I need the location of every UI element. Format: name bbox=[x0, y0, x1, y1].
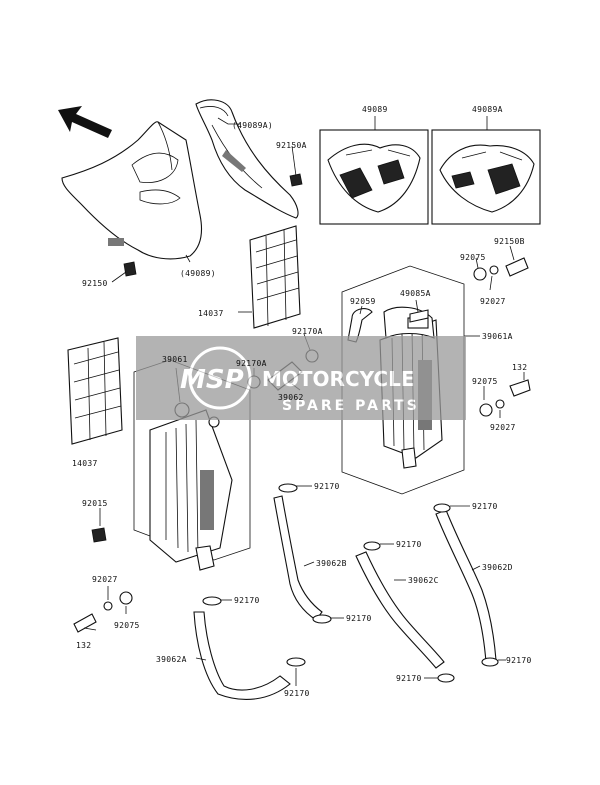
label-92075-c: 92075 bbox=[114, 621, 140, 630]
decal-box-left bbox=[319, 129, 429, 225]
label-92170-3: 92170 bbox=[396, 540, 422, 549]
label-14037-b: 14037 bbox=[72, 459, 98, 468]
fasteners bbox=[73, 173, 531, 633]
hose-39062c bbox=[355, 551, 445, 669]
label-49089-top: 49089 bbox=[362, 105, 388, 114]
label-132-a: 132 bbox=[512, 363, 527, 372]
label-39062: 39062 bbox=[278, 393, 304, 402]
label-92059: 92059 bbox=[350, 297, 376, 306]
hose-39062a bbox=[193, 611, 291, 700]
label-92150a: 92150A bbox=[276, 141, 307, 150]
radiator-grille-small bbox=[249, 225, 301, 329]
label-92170a-b: 92170A bbox=[236, 359, 267, 368]
label-39061a: 39061A bbox=[482, 332, 513, 341]
part-labels: 49089 49089A (49089A) 92150A (49089) 921… bbox=[72, 105, 532, 698]
watermark-globe-icon bbox=[188, 346, 252, 410]
watermark-sub: SPARE PARTS bbox=[282, 398, 420, 414]
hose-39062d bbox=[435, 509, 497, 663]
left-radiator-assembly bbox=[133, 359, 251, 571]
label-92075-b: 92075 bbox=[472, 377, 498, 386]
label-92170-6: 92170 bbox=[506, 656, 532, 665]
label-92027-c: 92027 bbox=[92, 575, 118, 584]
label-92170-4: 92170 bbox=[234, 596, 260, 605]
label-92075-a: 92075 bbox=[460, 253, 486, 262]
label-92170-8: 92170 bbox=[284, 689, 310, 698]
front-direction-arrow-icon bbox=[58, 106, 112, 138]
label-92170-7: 92170 bbox=[396, 674, 422, 683]
label-49089-paren: (49089) bbox=[180, 269, 216, 278]
label-49089a-paren: (49089A) bbox=[232, 121, 273, 130]
decal-box-right bbox=[431, 129, 541, 225]
label-132-b: 132 bbox=[76, 641, 91, 650]
left-radiator-shroud bbox=[61, 121, 203, 260]
hose-39062b bbox=[273, 495, 323, 621]
clamps-92170 bbox=[202, 483, 499, 683]
label-49085a: 49085A bbox=[400, 289, 431, 298]
watermark-logo: MSP bbox=[180, 365, 244, 395]
right-radiator-shroud bbox=[195, 99, 299, 219]
watermark: MSP MOTORCYCLE SPARE PARTS bbox=[136, 336, 466, 420]
label-14037-a: 14037 bbox=[198, 309, 224, 318]
label-39062c: 39062C bbox=[408, 576, 439, 585]
label-92170-1: 92170 bbox=[314, 482, 340, 491]
label-92170-5: 92170 bbox=[346, 614, 372, 623]
label-92150b: 92150B bbox=[494, 237, 525, 246]
label-92015: 92015 bbox=[82, 499, 108, 508]
watermark-brand: MOTORCYCLE bbox=[262, 367, 414, 391]
label-39061: 39061 bbox=[162, 355, 188, 364]
label-92170a-a: 92170A bbox=[292, 327, 323, 336]
label-39062a: 39062A bbox=[156, 655, 187, 664]
label-92170-2: 92170 bbox=[472, 502, 498, 511]
label-92027-b: 92027 bbox=[490, 423, 516, 432]
radiator-grille-large bbox=[67, 337, 123, 445]
label-92150: 92150 bbox=[82, 279, 108, 288]
label-92027-a: 92027 bbox=[480, 297, 506, 306]
label-39062b: 39062B bbox=[316, 559, 347, 568]
label-49089a: 49089A bbox=[472, 105, 503, 114]
label-39062d: 39062D bbox=[482, 563, 513, 572]
